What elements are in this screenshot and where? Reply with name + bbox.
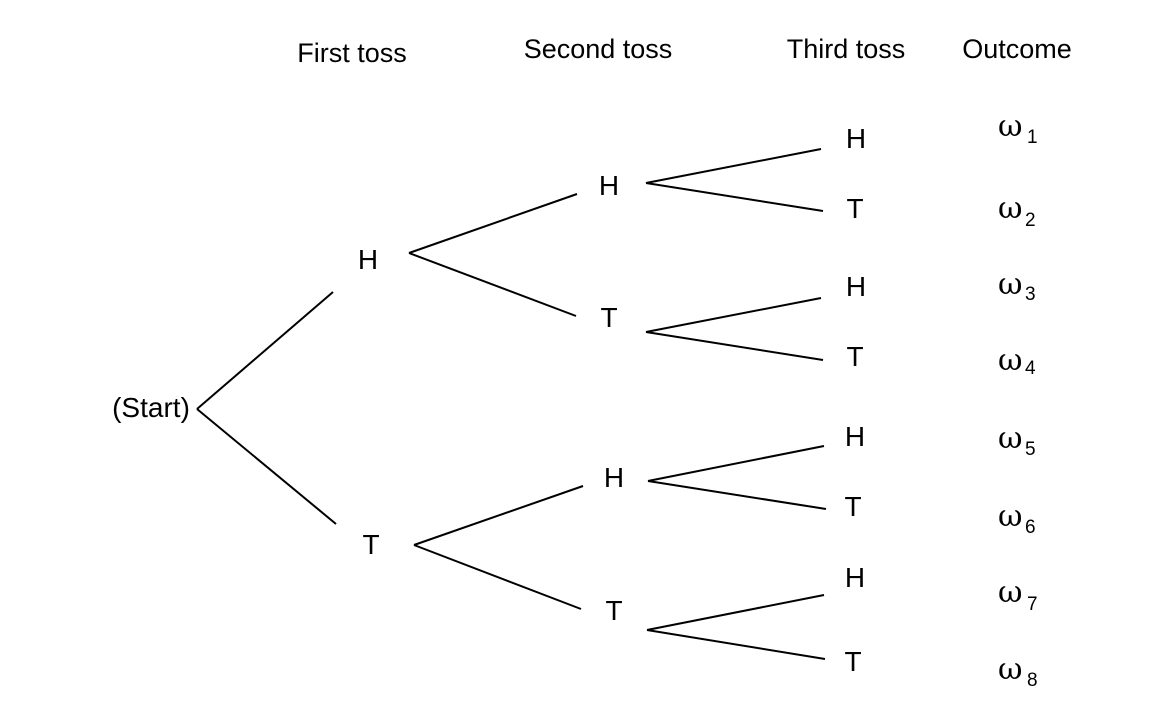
edge-t-th xyxy=(413,485,584,546)
node-third-8: T xyxy=(844,646,861,677)
header-third-toss: Third toss xyxy=(787,34,906,64)
outcome-3: ω 3 xyxy=(998,267,1036,305)
edge-ht-hth xyxy=(645,297,822,333)
header-second-toss: Second toss xyxy=(524,34,673,64)
outcome-5: ω 5 xyxy=(998,421,1036,460)
outcome-4: ω 4 xyxy=(998,343,1036,379)
outcome-index: 3 xyxy=(1025,284,1036,305)
outcome-index: 2 xyxy=(1025,210,1036,231)
edge-tt-tth xyxy=(646,594,825,631)
edge-th-tht xyxy=(647,480,827,510)
outcome-7: ω 7 xyxy=(998,575,1038,615)
outcome-symbol: ω xyxy=(998,191,1022,226)
outcome-index: 1 xyxy=(1027,127,1038,148)
outcome-8: ω 8 xyxy=(998,652,1038,691)
outcome-index: 4 xyxy=(1025,358,1036,379)
outcome-symbol: ω xyxy=(998,499,1022,534)
outcome-index: 7 xyxy=(1027,594,1038,615)
edge-start-t xyxy=(196,408,337,525)
outcome-symbol: ω xyxy=(998,575,1022,610)
node-first-t: T xyxy=(362,529,379,560)
node-third-1: H xyxy=(846,123,866,154)
node-second-hh: H xyxy=(599,170,619,201)
outcome-symbol: ω xyxy=(998,421,1022,456)
node-first-h: H xyxy=(358,244,378,275)
node-third-6: T xyxy=(844,491,861,522)
outcome-symbol: ω xyxy=(998,267,1022,302)
node-second-tt: T xyxy=(605,595,622,626)
header-outcome: Outcome xyxy=(962,34,1072,64)
outcome-symbol: ω xyxy=(998,652,1022,687)
outcome-6: ω 6 xyxy=(998,499,1036,538)
node-third-3: H xyxy=(846,271,866,302)
header-first-toss: First toss xyxy=(297,38,407,68)
edge-hh-hht xyxy=(645,182,824,212)
edge-tt-ttt xyxy=(646,629,826,660)
start-node: (Start) xyxy=(112,392,190,423)
outcome-index: 5 xyxy=(1025,439,1036,460)
edge-hh-hhh xyxy=(645,148,822,184)
node-second-ht: T xyxy=(600,302,617,333)
node-third-7: H xyxy=(845,562,865,593)
outcome-symbol: ω xyxy=(998,109,1022,144)
outcome-2: ω 2 xyxy=(998,191,1036,231)
edge-h-ht xyxy=(408,252,577,317)
outcome-index: 6 xyxy=(1025,517,1036,538)
edge-t-tt xyxy=(413,544,582,610)
edge-h-hh xyxy=(408,193,578,254)
node-third-2: T xyxy=(846,193,863,224)
edge-th-thh xyxy=(647,445,825,482)
outcome-symbol: ω xyxy=(998,343,1022,378)
outcome-1: ω 1 xyxy=(998,109,1038,148)
outcome-index: 8 xyxy=(1027,670,1038,691)
node-third-4: T xyxy=(846,341,863,372)
node-second-th: H xyxy=(604,462,624,493)
edge-start-h xyxy=(196,291,334,410)
edge-ht-htt xyxy=(645,331,824,361)
node-third-5: H xyxy=(845,421,865,452)
